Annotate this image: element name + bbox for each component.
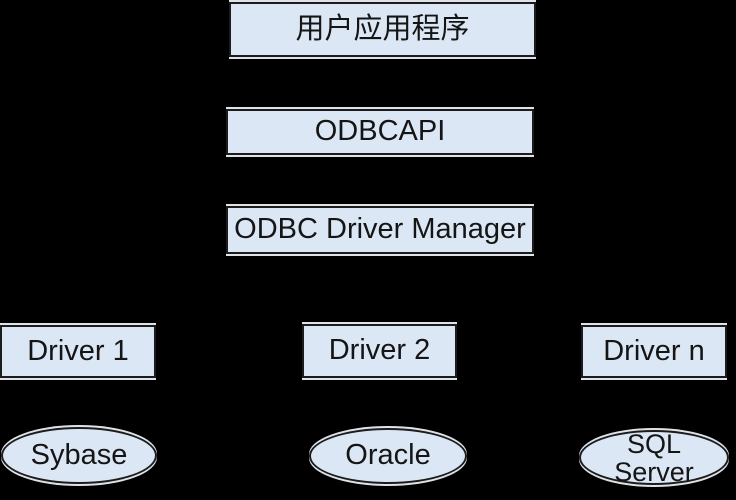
node-db-sql-server-label: SQL Server <box>614 428 694 487</box>
node-odbc-api: ODBCAPI <box>226 109 534 155</box>
node-odbc-api-label: ODBCAPI <box>314 115 446 148</box>
node-user-application: 用户应用程序 <box>229 2 536 57</box>
node-db-sql-server: SQL Server <box>579 428 729 487</box>
node-db-sybase: Sybase <box>1 427 157 484</box>
node-db-oracle: Oracle <box>309 428 467 484</box>
node-driver-n: Driver n <box>581 325 727 378</box>
node-odbc-driver-manager: ODBC Driver Manager <box>226 206 534 254</box>
node-odbc-driver-manager-label: ODBC Driver Manager <box>234 213 526 246</box>
node-user-application-label: 用户应用程序 <box>295 12 470 45</box>
node-db-oracle-label: Oracle <box>345 439 431 472</box>
node-driver-2-label: Driver 2 <box>328 334 431 367</box>
node-driver-1: Driver 1 <box>0 325 156 378</box>
node-driver-1-label: Driver 1 <box>27 334 129 367</box>
node-driver-2: Driver 2 <box>302 324 457 378</box>
node-driver-n-label: Driver n <box>603 334 705 367</box>
node-db-sybase-label: Sybase <box>30 438 128 471</box>
